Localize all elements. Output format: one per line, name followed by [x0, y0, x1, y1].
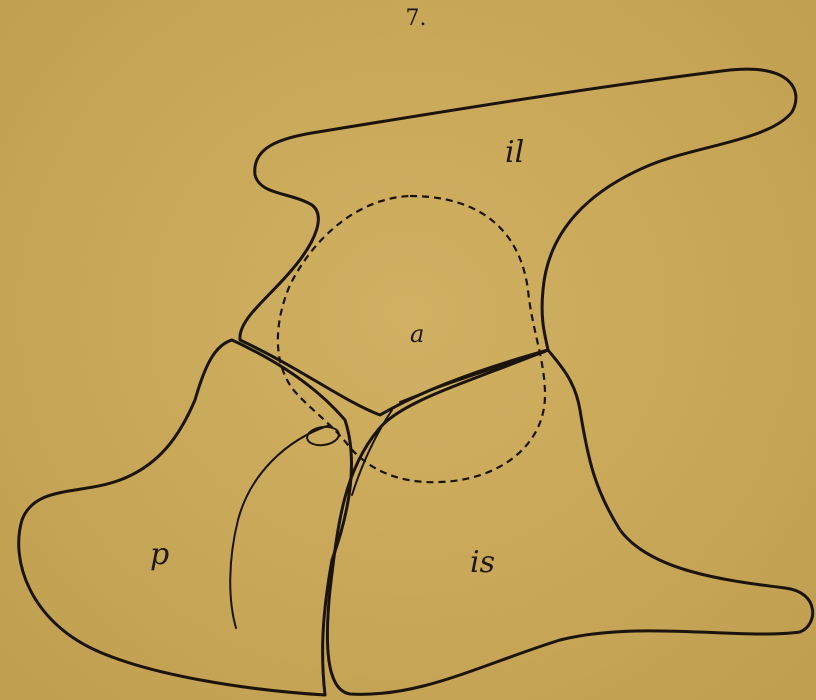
pubis-outline — [19, 340, 352, 695]
ilium-label: il — [505, 138, 524, 168]
pubis-label: p — [150, 540, 169, 570]
ischium-label: is — [470, 548, 495, 578]
acetabulum-label: a — [410, 322, 424, 346]
suture-line — [400, 352, 545, 402]
figure-number: 7. — [396, 6, 436, 31]
pubis-inner-curve — [230, 425, 330, 628]
